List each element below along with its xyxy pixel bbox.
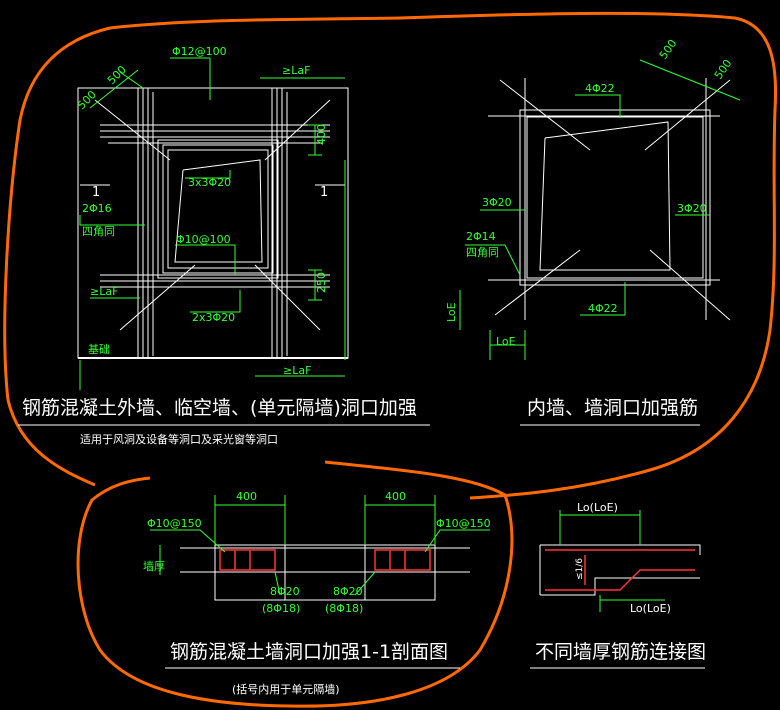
markup-cloud-top — [3, 11, 778, 500]
laf-left: ≥LaF — [90, 285, 118, 298]
label-wall-thk: 墙厚 — [143, 559, 165, 573]
panel-connection-dims — [559, 510, 665, 612]
label-bottom-bars: 2x3Φ20 — [192, 311, 235, 324]
panel-connection-rebar — [545, 549, 695, 591]
label-stirrup-left: Φ10@150 — [147, 517, 202, 530]
label-bars-left: 8Φ20 — [270, 585, 300, 598]
panel1-title: 钢筋混凝土外墙、临空墙、(单元隔墙)洞口加强 — [22, 397, 417, 419]
section-mark-right: 1 — [320, 185, 328, 200]
section-mark-left: 1 — [92, 185, 100, 200]
dim-right-400: 400 — [385, 490, 406, 503]
opening — [167, 149, 269, 269]
panel-section-dims — [150, 495, 490, 596]
panel-outer-wall — [77, 87, 349, 359]
panel-inner-wall — [488, 78, 731, 321]
panel3-title: 钢筋混凝土墙洞口加强1-1剖面图 — [170, 641, 448, 663]
panel-outer-wall-dims — [79, 57, 346, 390]
loe-vertical: LoE — [445, 302, 458, 322]
panel2-title: 内墙、墙洞口加强筋 — [527, 397, 698, 419]
panel4-title: 不同墙厚钢筋连接图 — [535, 641, 706, 663]
label-top-bars: 4Φ22 — [585, 82, 615, 95]
dim-500-b: 500 — [105, 63, 129, 87]
dim-250: 250 — [315, 272, 328, 293]
label-stirrup: Φ10@100 — [176, 233, 231, 246]
markup-cloud-bottom — [76, 460, 514, 708]
label-top-bar: Φ12@100 — [172, 45, 227, 58]
dim-500-a: 500 — [75, 88, 99, 112]
laf-bottom: ≥LaF — [283, 364, 311, 377]
label-diag-bars: 2Φ14 — [466, 230, 496, 243]
label-left-bars: 3Φ20 — [482, 196, 512, 209]
label-side-bars: 2Φ16 — [82, 202, 112, 215]
label-corner-bars: 3x3Φ20 — [188, 176, 231, 189]
panel3-subtitle: (括号内用于单元隔墙) — [232, 682, 340, 696]
label-foundation: 基础 — [88, 343, 110, 356]
label-bars-right: 8Φ20 — [333, 585, 363, 598]
p2-dim-500-a: 500 — [657, 37, 680, 62]
loe-horizontal: LoE — [496, 335, 516, 348]
label-right-bars: 3Φ20 — [677, 202, 707, 215]
laf-top: ≥LaF — [282, 64, 310, 77]
dim-left-400: 400 — [236, 490, 257, 503]
label-bars-right-alt: (8Φ18) — [325, 602, 363, 615]
label-lo-top: Lo(LoE) — [577, 501, 618, 514]
dim-400: 400 — [315, 124, 328, 145]
label-ratio: ≤1/6 — [575, 558, 585, 580]
label-side-note: 四角同 — [82, 225, 115, 238]
panel-connection-text: Lo(LoE) Lo(LoE) ≤1/6 不同墙厚钢筋连接图 — [530, 501, 706, 669]
label-stirrup-right: Φ10@150 — [436, 517, 491, 530]
panel-connection — [539, 544, 701, 596]
panel-inner-wall-dims — [459, 59, 741, 360]
panel-section-rebar — [219, 549, 431, 571]
panel-outer-wall-text: Φ12@100 500 500 ≥LaF 400 1 1 3x3Φ20 2Φ16… — [18, 45, 430, 446]
p2-dim-500-b: 500 — [712, 57, 735, 82]
label-bars-left-alt: (8Φ18) — [262, 602, 300, 615]
panel1-subtitle: 适用于风洞及设备等洞口及采光窗等洞口 — [80, 432, 278, 446]
panel-section-text: 400 400 Φ10@150 Φ10@150 墙厚 8Φ20 (8Φ18) 8… — [143, 490, 491, 696]
label-lo-bottom: Lo(LoE) — [630, 602, 671, 615]
panel-section — [180, 544, 470, 601]
label-diag-note: 四角同 — [466, 246, 499, 259]
label-bottom-bars: 4Φ22 — [588, 302, 618, 315]
